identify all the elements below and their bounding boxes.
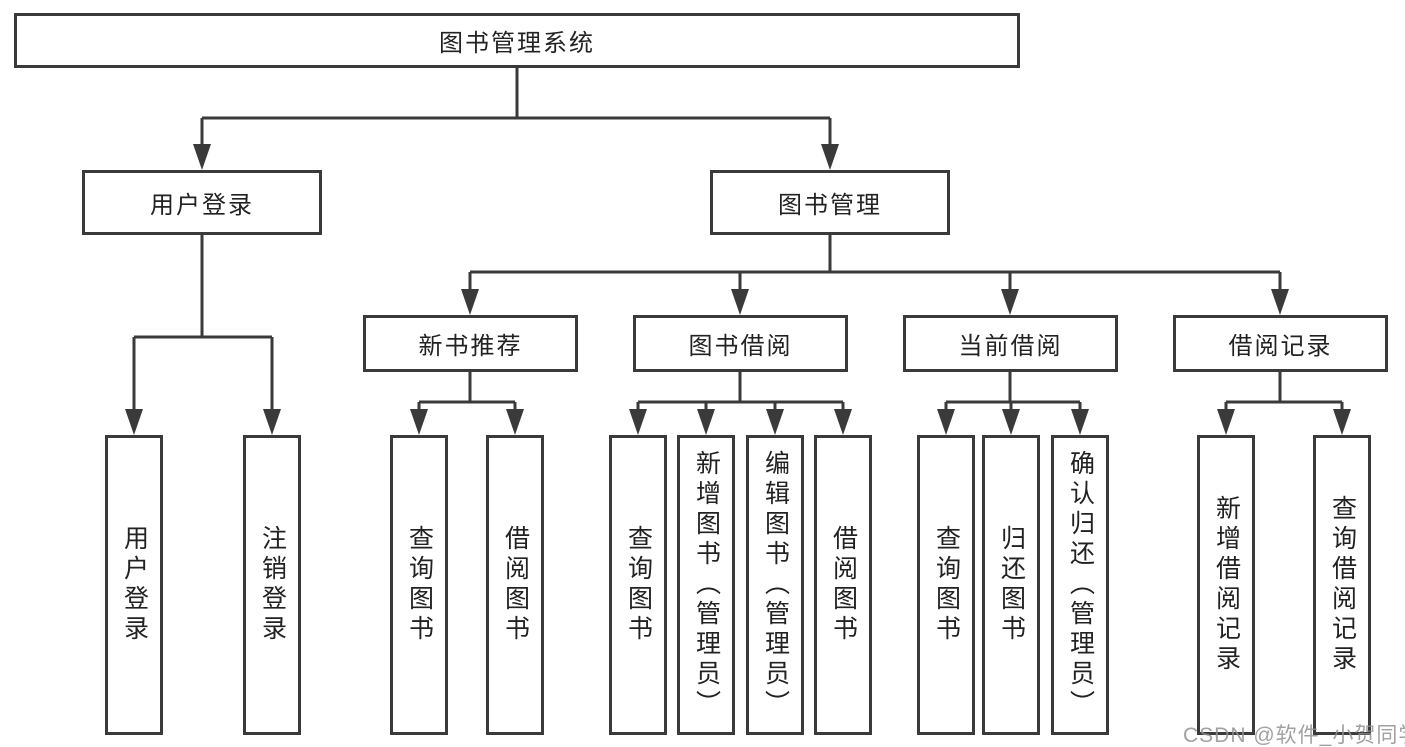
node-label: 新增借阅记录 [1212, 495, 1241, 675]
connector-records-to-leaves [1217, 372, 1351, 435]
node-label: 查询图书 [624, 525, 653, 645]
node-label: 新书推荐 [418, 333, 523, 360]
connector-current-borrow-to-leaves [937, 372, 1089, 435]
node-library-system: 图书管理系统 [14, 13, 1020, 68]
node-new-book-recommend: 新书推荐 [363, 315, 578, 372]
node-label: 借阅记录 [1228, 333, 1333, 360]
leaf-borrow-books: 借阅图书 [486, 435, 544, 735]
leaf-return-books: 归还图书 [982, 435, 1040, 735]
node-label: 图书管理系统 [439, 30, 595, 57]
node-borrow-records: 借阅记录 [1173, 315, 1388, 372]
node-user-login: 用户登录 [82, 170, 322, 235]
connector-book-borrow-to-leaves [629, 372, 852, 435]
node-label: 用户登录 [120, 525, 149, 645]
connector-user-login-to-leaves [125, 234, 281, 435]
node-book-borrowing: 图书借阅 [633, 315, 848, 372]
node-label: 图书借阅 [688, 333, 793, 360]
leaf-user-login: 用户登录 [105, 435, 163, 735]
node-label: 新增图书（管理员） [692, 450, 721, 720]
leaf-query-borrow-record: 查询借阅记录 [1313, 435, 1371, 735]
leaf-borrow-books: 借阅图书 [814, 435, 872, 735]
connector-root-to-level2 [193, 68, 839, 170]
node-label: 编辑图书（管理员） [761, 450, 790, 720]
node-current-borrowing: 当前借阅 [903, 315, 1118, 372]
node-label: 查询图书 [932, 525, 961, 645]
leaf-confirm-return-admin: 确认归还（管理员） [1051, 435, 1109, 735]
node-book-management: 图书管理 [710, 170, 950, 235]
leaf-edit-books-admin: 编辑图书（管理员） [746, 435, 804, 735]
node-label: 借阅图书 [829, 525, 858, 645]
node-label: 借阅图书 [501, 525, 530, 645]
csdn-watermark: CSDN @软件_小贺同学 [1183, 724, 1405, 747]
node-label: 查询借阅记录 [1328, 495, 1357, 675]
connector-book-mgmt-to-level3 [461, 234, 1289, 315]
node-label: 确认归还（管理员） [1066, 450, 1095, 720]
node-label: 用户登录 [150, 192, 254, 219]
leaf-add-borrow-record: 新增借阅记录 [1197, 435, 1255, 735]
leaf-add-books-admin: 新增图书（管理员） [677, 435, 735, 735]
node-label: 查询图书 [405, 525, 434, 645]
node-label: 注销登录 [258, 525, 287, 645]
node-label: 归还图书 [997, 525, 1026, 645]
node-label: 图书管理 [778, 192, 882, 219]
leaf-query-books: 查询图书 [917, 435, 975, 735]
leaf-query-books: 查询图书 [609, 435, 667, 735]
connector-new-book-to-leaves [410, 372, 524, 435]
leaf-query-books: 查询图书 [390, 435, 448, 735]
leaf-logout: 注销登录 [243, 435, 301, 735]
node-label: 当前借阅 [958, 333, 1063, 360]
